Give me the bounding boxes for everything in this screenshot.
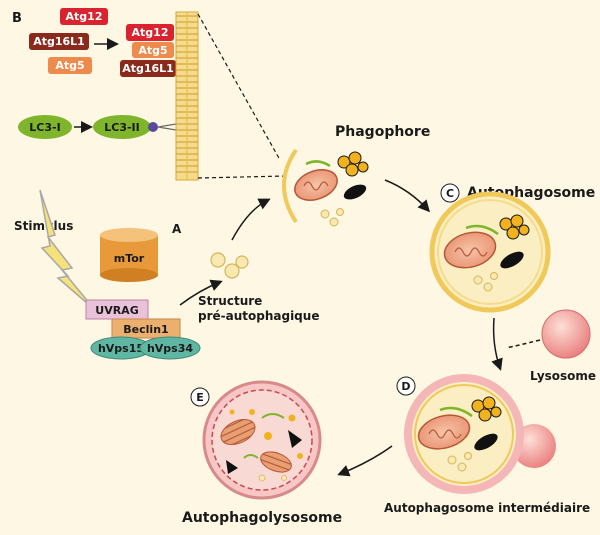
phagophore-membrane	[282, 148, 298, 224]
atg5-left-box	[48, 57, 92, 74]
mtor-label: mTor	[114, 252, 145, 265]
lysosome-dashed-link	[505, 339, 541, 349]
label-e: E	[196, 391, 204, 404]
atg5-right-label: Atg5	[138, 44, 167, 57]
mtor-cylinder	[100, 228, 158, 282]
autophagosome-mitochondrion	[443, 231, 497, 269]
intermediate-cargo-cluster	[471, 396, 502, 422]
atg12-left-label: Atg12	[66, 10, 103, 23]
section-c: C Autophagosome	[429, 183, 595, 313]
beclin-label: Beclin1	[123, 323, 168, 336]
autophagolysosome-label: Autophagolysosome	[182, 510, 342, 526]
intermediate-label: Autophagosome intermédiaire	[384, 501, 590, 515]
arrow-to-intermediate	[491, 317, 503, 371]
atg12-right-box	[126, 24, 174, 41]
phagophore-small-vesicles	[320, 208, 344, 227]
lipid-tail	[157, 123, 177, 131]
lightning-icon	[39, 189, 96, 311]
label-d: D	[401, 380, 410, 393]
arrow-to-autophagolysosome	[337, 445, 393, 477]
hvps34-label: hVps34	[147, 342, 193, 355]
arrow-to-structure	[179, 279, 223, 306]
lysosome-group: Lysosome	[491, 309, 596, 383]
phagophore-cargo-cluster	[337, 151, 369, 177]
zoom-line-top	[197, 13, 281, 161]
label-c: C	[446, 187, 454, 200]
section-d: D Autophagosome intermédiaire	[337, 374, 590, 515]
arrow-to-autophagosome	[384, 179, 431, 213]
lysosome-label: Lysosome	[530, 369, 596, 383]
phagophore-label: Phagophore	[335, 124, 430, 140]
structure-label-1: Structure	[198, 294, 262, 308]
phagophore-group: Phagophore	[282, 124, 431, 227]
lc3ii-shape	[93, 115, 151, 139]
uvrag-label: UVRAG	[95, 304, 138, 317]
autophagosome-cargo-cluster	[499, 214, 530, 240]
pre-autophagic-vesicles	[210, 252, 249, 279]
atg16l1-right-box	[120, 60, 176, 77]
section-b: B Atg12 Atg16L1 Atg5 Atg12 Atg5 Atg16L1 …	[12, 8, 287, 181]
zoom-line-bottom	[197, 175, 287, 179]
atg5-right-box	[132, 42, 174, 58]
section-a: Stimulus A mTor UVRAG Beclin1 hVps15 hVp…	[14, 189, 319, 360]
atg12-right-label: Atg12	[132, 26, 169, 39]
atg5-left-label: Atg5	[55, 59, 84, 72]
structure-label-2: pré-autophagique	[198, 309, 319, 323]
hvps34-shape	[139, 336, 201, 360]
degraded-contents	[220, 409, 303, 482]
lc3ii-label: LC3-II	[104, 121, 140, 134]
lc3i-shape	[18, 115, 72, 139]
label-a: A	[172, 222, 182, 236]
beclin-box	[111, 318, 181, 339]
arrow-to-phagophore	[231, 198, 271, 241]
atg16l1-right-label: Atg16L1	[122, 62, 174, 75]
membrane-bilayer	[175, 11, 199, 181]
phagophore-lc3-strand	[305, 160, 331, 168]
lysosome-icon	[541, 309, 591, 359]
phagophore-mitochondrion	[294, 169, 338, 201]
intermediate-mitochondrion	[417, 414, 471, 450]
section-e: E Autophagolysosome	[182, 380, 342, 526]
atg12-left-box	[60, 8, 108, 25]
lipid-anchor-icon	[148, 122, 158, 132]
lc3i-label: LC3-I	[29, 121, 60, 134]
label-b: B	[12, 11, 22, 26]
phagophore-black-body	[343, 184, 367, 200]
stimulus-label: Stimulus	[14, 219, 73, 233]
atg16l1-left-label: Atg16L1	[33, 35, 85, 48]
hvps15-label: hVps15	[98, 342, 144, 355]
atg16l1-left-box	[29, 33, 89, 50]
